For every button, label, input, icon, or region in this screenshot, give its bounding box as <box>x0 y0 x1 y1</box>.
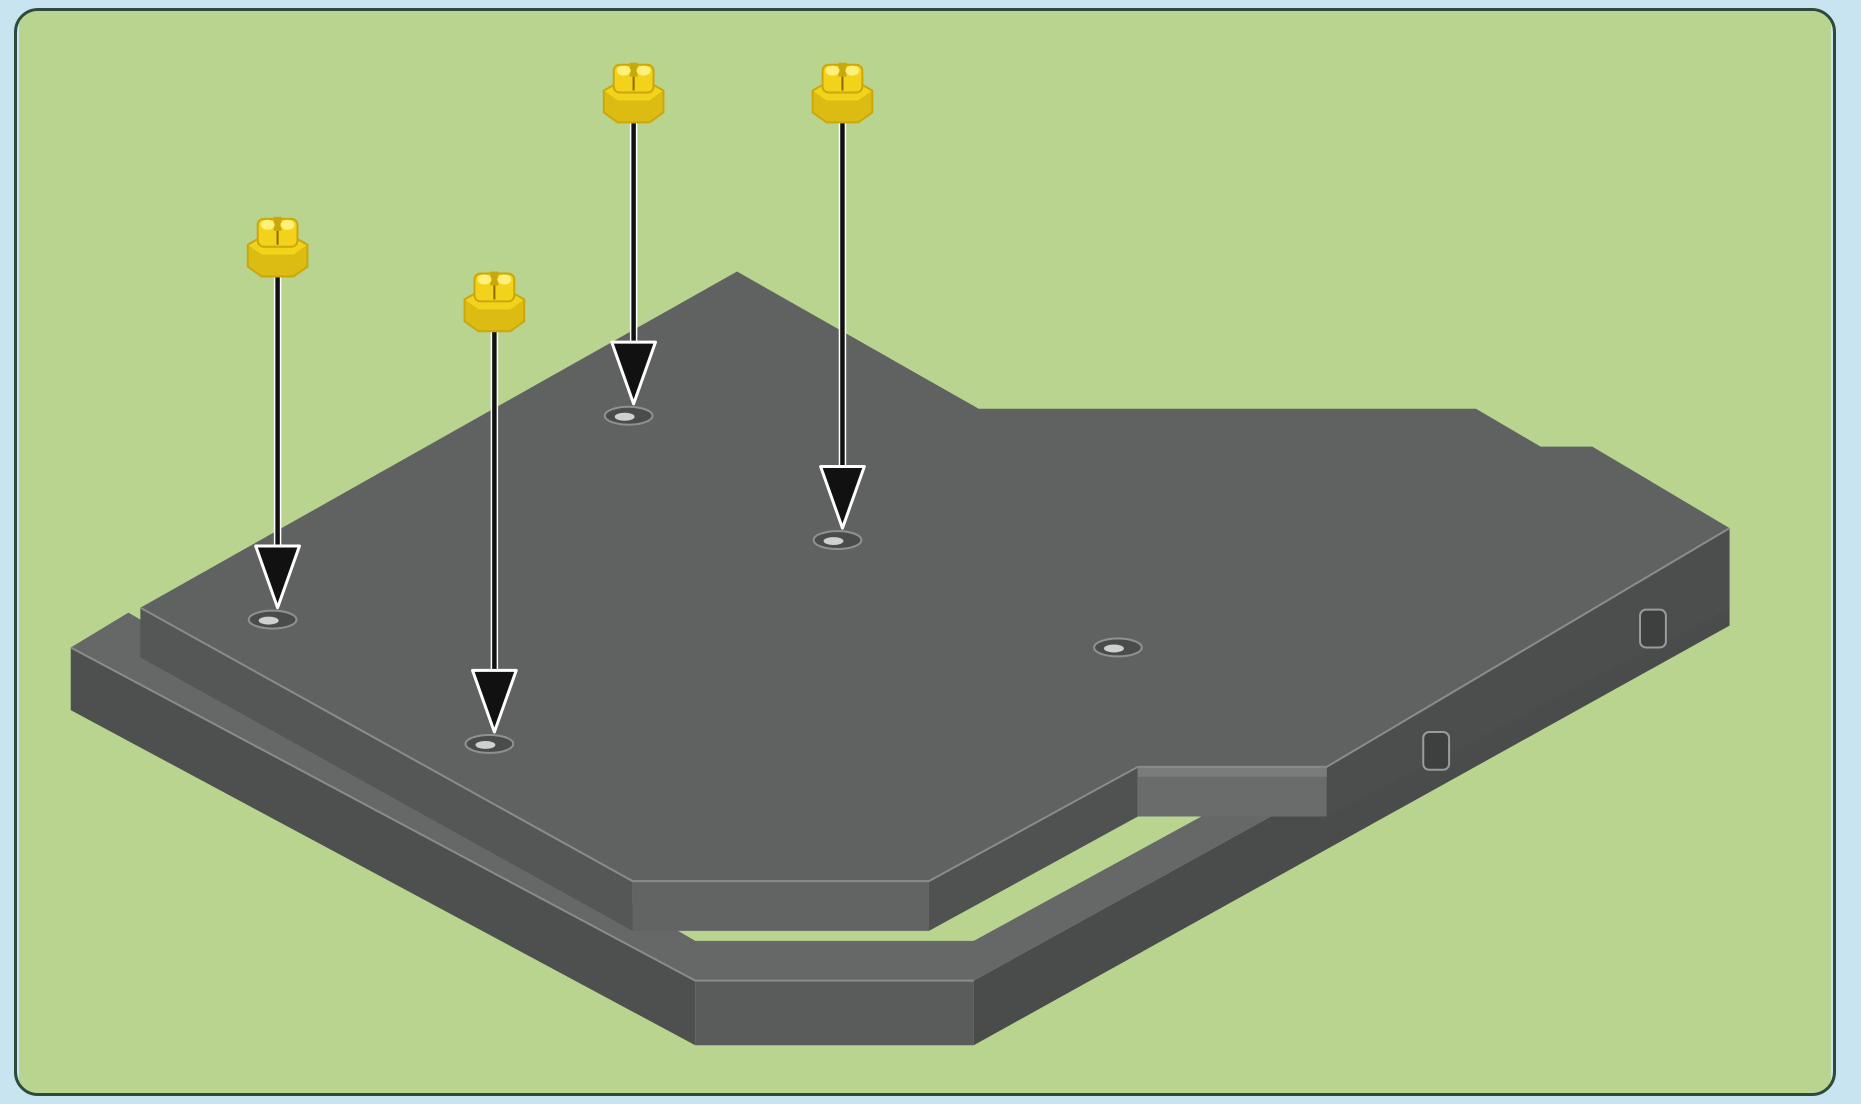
side-slot <box>1423 732 1449 770</box>
mounting-hole <box>814 531 862 549</box>
mounting-hole <box>466 735 514 753</box>
plate-step-top <box>1138 767 1327 777</box>
diagram-panel <box>14 8 1836 1096</box>
side-slot <box>1640 610 1666 648</box>
hex-nut-icon <box>813 63 873 123</box>
hex-nut-icon <box>465 272 525 332</box>
mounting-hole <box>249 611 297 629</box>
mounting-hole <box>1094 639 1142 657</box>
base-front-face <box>695 981 973 1046</box>
plate-front-face <box>633 881 929 931</box>
hex-nut-icon <box>604 63 664 123</box>
mounting-hole <box>605 407 653 425</box>
assembly-illustration <box>17 11 1833 1093</box>
